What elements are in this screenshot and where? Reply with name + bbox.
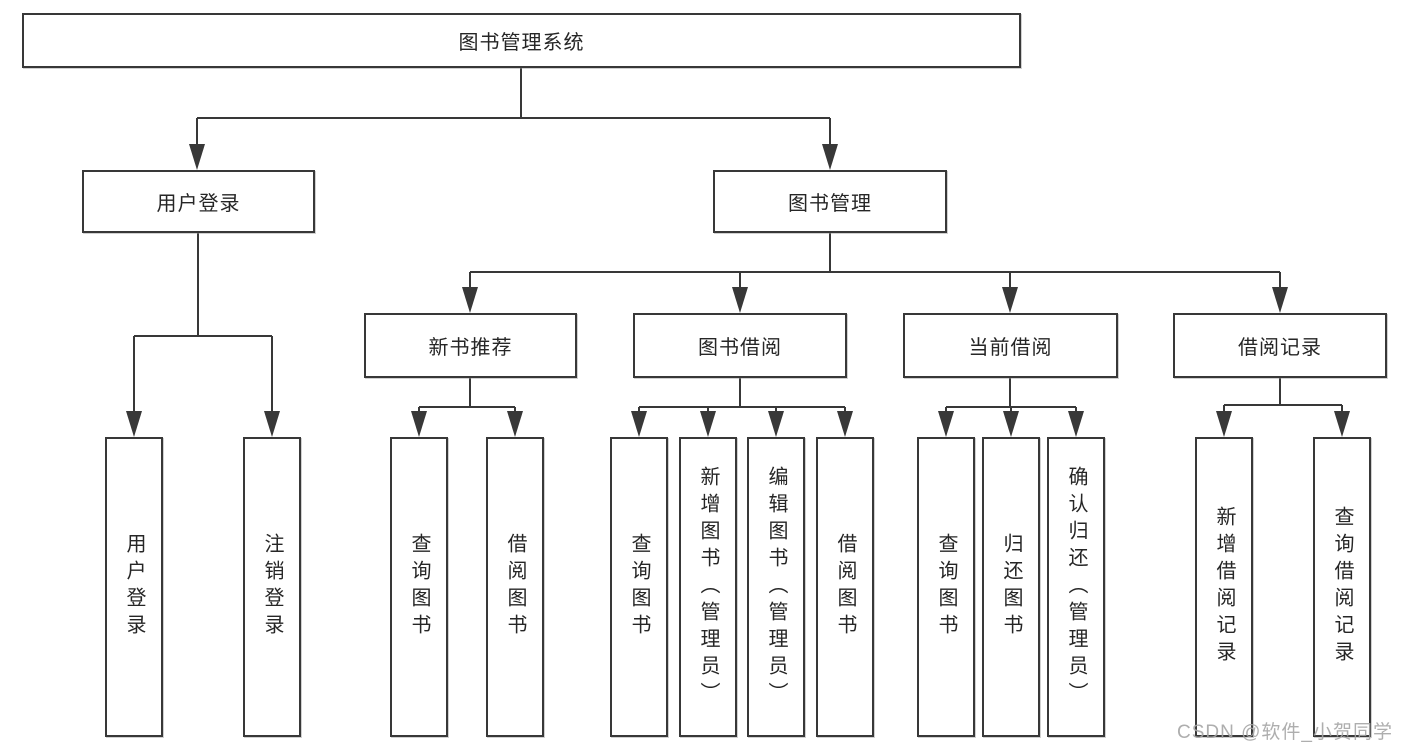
node-label: 注销登录 bbox=[261, 533, 283, 641]
csdn-watermark: CSDN @软件_小贺同学 bbox=[1177, 722, 1393, 743]
node-current-borrowing: 当前借阅 bbox=[903, 313, 1118, 378]
node-label: 新书推荐 bbox=[428, 337, 513, 359]
arrowheads bbox=[126, 144, 1350, 437]
node-label: 用户登录 bbox=[123, 533, 145, 641]
node-label: 当前借阅 bbox=[968, 337, 1053, 359]
node-borrowing-records: 借阅记录 bbox=[1173, 313, 1387, 378]
leaf-confirm-return-admin: 确认归还（管理员） bbox=[1047, 437, 1105, 737]
node-label: 用户登录 bbox=[156, 193, 241, 215]
node-label: 借阅图书 bbox=[504, 533, 526, 641]
node-label: 编辑图书（管理员） bbox=[765, 465, 787, 709]
leaf-query-books-recommend: 查询图书 bbox=[390, 437, 448, 737]
node-label: 借阅图书 bbox=[834, 533, 856, 641]
leaf-edit-books-admin: 编辑图书（管理员） bbox=[747, 437, 805, 737]
leaf-add-borrow-record: 新增借阅记录 bbox=[1195, 437, 1253, 737]
node-label: 图书借阅 bbox=[698, 337, 782, 359]
node-label: 查询借阅记录 bbox=[1331, 506, 1353, 668]
leaf-query-books-borrow: 查询图书 bbox=[610, 437, 668, 737]
node-library-management-system: 图书管理系统 bbox=[22, 13, 1021, 68]
node-label: 新增图书（管理员） bbox=[697, 465, 719, 709]
node-label: 归还图书 bbox=[1000, 533, 1022, 641]
node-label: 确认归还（管理员） bbox=[1065, 465, 1087, 709]
leaf-query-books-current: 查询图书 bbox=[917, 437, 975, 737]
leaf-return-books: 归还图书 bbox=[982, 437, 1040, 737]
node-label: 新增借阅记录 bbox=[1213, 506, 1235, 668]
leaf-add-books-admin: 新增图书（管理员） bbox=[679, 437, 737, 737]
node-label: 图书管理 bbox=[788, 193, 872, 215]
node-label: 查询图书 bbox=[408, 533, 430, 641]
node-book-borrowing: 图书借阅 bbox=[633, 313, 847, 378]
node-label: 查询图书 bbox=[628, 533, 650, 641]
leaf-borrow-books: 借阅图书 bbox=[816, 437, 874, 737]
leaf-logout: 注销登录 bbox=[243, 437, 301, 737]
node-user-login: 用户登录 bbox=[82, 170, 315, 233]
connector-paths bbox=[133, 68, 1343, 414]
leaf-borrow-books-recommend: 借阅图书 bbox=[486, 437, 544, 737]
node-label: 图书管理系统 bbox=[458, 32, 585, 54]
leaf-user-login: 用户登录 bbox=[105, 437, 163, 737]
node-book-management: 图书管理 bbox=[713, 170, 947, 233]
node-new-book-recommend: 新书推荐 bbox=[364, 313, 577, 378]
node-label: 借阅记录 bbox=[1238, 337, 1322, 359]
node-label: 查询图书 bbox=[935, 533, 957, 641]
leaf-query-borrow-record: 查询借阅记录 bbox=[1313, 437, 1371, 737]
